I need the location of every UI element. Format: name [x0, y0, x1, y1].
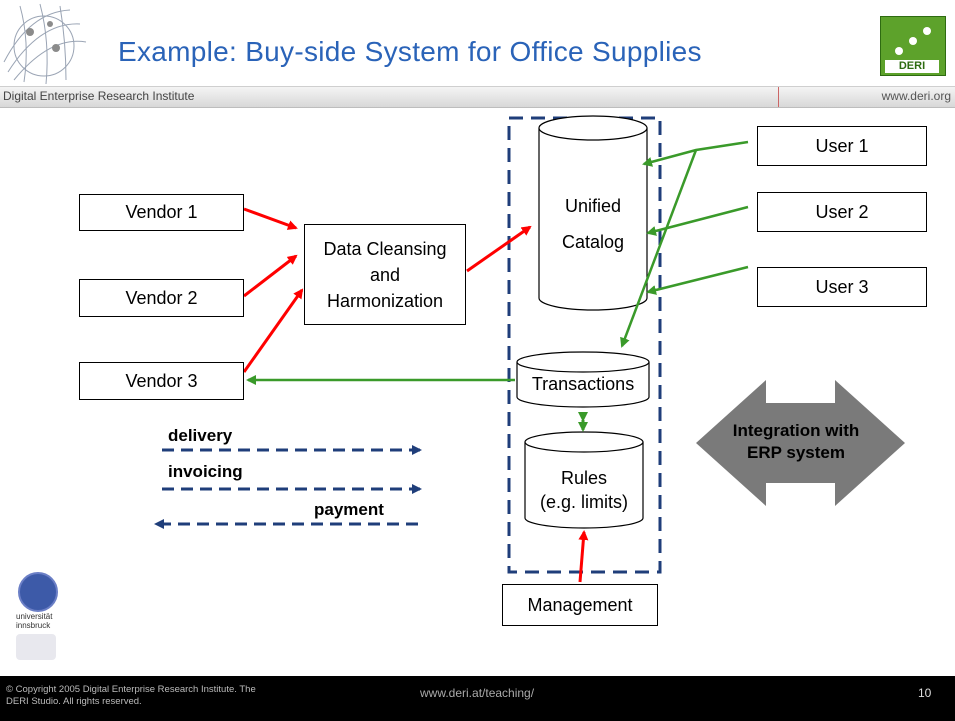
unified-catalog-cylinder — [538, 115, 648, 311]
data-cleansing-box: Data Cleansing and Harmonization — [304, 224, 466, 325]
arrow-vendor1-to-cleansing — [243, 207, 298, 230]
university-innsbruck-logo: universität innsbruck — [14, 568, 60, 666]
rules-label: Rules (e.g. limits) — [525, 466, 643, 514]
catalog-label: Unified Catalog — [539, 188, 647, 260]
erp-double-arrow-icon — [696, 380, 905, 506]
delivery-label: delivery — [168, 426, 233, 445]
slide-title: Example: Buy-side System for Office Supp… — [118, 36, 702, 67]
payment-label: payment — [314, 500, 384, 519]
catalog-label-line-1: Unified — [564, 196, 622, 216]
arrow-vendor2-to-cleansing — [243, 254, 298, 298]
bar-divider — [778, 87, 779, 107]
transactions-label: Transactions — [531, 374, 635, 394]
university-logo-text: universität innsbruck — [16, 612, 53, 630]
erp-label-line-2: ERP system — [747, 443, 845, 462]
page-number: 10 — [918, 686, 932, 700]
arrow-user1-to-transactions — [620, 149, 698, 348]
university-seal-icon — [18, 572, 58, 612]
erp-integration-label: Integration with ERP system — [706, 420, 886, 464]
slide-header: Example: Buy-side System for Office Supp… — [0, 0, 955, 86]
vendor-1-box: Vendor 1 — [79, 194, 244, 231]
user-3-box: User 3 — [757, 267, 927, 307]
arrow-cleansing-to-catalog — [466, 225, 532, 273]
invoicing-label: invoicing — [168, 462, 243, 481]
arrow-vendor3-to-cleansing — [242, 288, 304, 373]
rules-label-line-1: Rules — [560, 468, 608, 488]
website-link[interactable]: www.deri.org — [881, 89, 951, 103]
arrow-management-to-rules — [578, 530, 589, 583]
cleansing-line-3: Harmonization — [326, 290, 444, 311]
management-box: Management — [502, 584, 658, 626]
copyright-notice: © Copyright 2005 Digital Enterprise Rese… — [6, 684, 256, 707]
university-signature-icon — [16, 634, 56, 660]
institute-bar: Digital Enterprise Research Institute ww… — [0, 86, 955, 108]
rules-label-line-2: (e.g. limits) — [539, 492, 628, 512]
deri-dots-icon — [895, 27, 931, 55]
deri-logo: DERI — [880, 16, 946, 76]
arrow-user2-to-catalog — [646, 205, 749, 236]
teaching-url[interactable]: www.deri.at/teaching/ — [420, 686, 535, 700]
transactions-cylinder — [516, 351, 650, 408]
deri-logo-text: DERI — [885, 60, 939, 73]
deri-globe-logo-icon — [3, 3, 87, 85]
user-1-box: User 1 — [757, 126, 927, 166]
vendor-2-box: Vendor 2 — [79, 279, 244, 317]
vendor-3-box: Vendor 3 — [79, 362, 244, 400]
slide-footer: © Copyright 2005 Digital Enterprise Rese… — [0, 676, 955, 721]
catalog-label-line-2: Catalog — [561, 232, 625, 252]
arrow-user3-to-catalog — [646, 265, 749, 295]
rules-cylinder — [524, 431, 644, 529]
institute-name: Digital Enterprise Research Institute — [3, 89, 195, 103]
erp-label-line-1: Integration with — [732, 421, 860, 440]
cleansing-line-2: and — [369, 264, 401, 285]
cleansing-line-1: Data Cleansing — [323, 238, 447, 259]
user-2-box: User 2 — [757, 192, 927, 232]
